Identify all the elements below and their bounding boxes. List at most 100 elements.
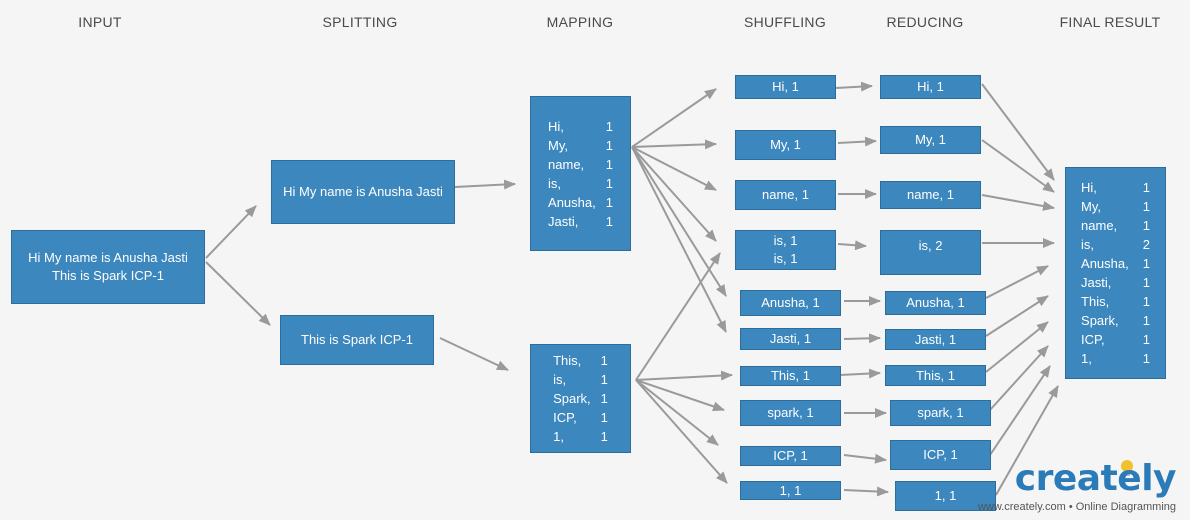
arrow bbox=[205, 205, 257, 259]
reduce-box: ICP, 1 bbox=[890, 440, 991, 470]
pair-key: Spark, bbox=[553, 391, 591, 406]
pair-key: Anusha, bbox=[1081, 256, 1129, 271]
pair-key: is, bbox=[1081, 237, 1095, 252]
pair-count: 1 bbox=[1142, 351, 1150, 366]
shuffle-box: Jasti, 1 bbox=[740, 328, 841, 350]
arrow bbox=[985, 295, 1049, 337]
pair-count: 1 bbox=[605, 137, 613, 153]
lightbulb-icon bbox=[1121, 460, 1133, 476]
arrow bbox=[631, 146, 717, 242]
arrow bbox=[631, 146, 727, 297]
brand-name: creately bbox=[1014, 458, 1177, 499]
reduce-box: My, 1 bbox=[880, 126, 981, 154]
pair-key: Hi, bbox=[1081, 180, 1097, 195]
pair-key: 1, bbox=[553, 429, 564, 444]
shuffle-line: is, 1 bbox=[773, 251, 798, 266]
arrow bbox=[631, 139, 717, 150]
arrow bbox=[843, 453, 887, 464]
pair-count: 1 bbox=[605, 156, 613, 172]
shuffle-box: Hi, 1 bbox=[735, 75, 836, 99]
reduce-box: name, 1 bbox=[880, 181, 981, 209]
pair-count: 2 bbox=[1142, 237, 1150, 252]
brand-tagline: www.creately.com • Online Diagramming bbox=[977, 501, 1176, 513]
shuffle-box: ICP, 1 bbox=[740, 446, 841, 466]
pair-count: 1 bbox=[1142, 218, 1150, 233]
arrow bbox=[989, 345, 1049, 411]
shuffle-box: is, 1 is, 1 bbox=[735, 230, 836, 270]
shuffle-box: This, 1 bbox=[740, 366, 841, 386]
reduce-box: Hi, 1 bbox=[880, 75, 981, 99]
pair-key: is, bbox=[548, 175, 562, 191]
arrow bbox=[981, 139, 1055, 193]
arrow bbox=[989, 365, 1051, 456]
arrow bbox=[981, 83, 1055, 181]
reduce-box: 1, 1 bbox=[895, 481, 996, 511]
pair-key: This, bbox=[553, 353, 582, 368]
shuffle-box: name, 1 bbox=[735, 180, 836, 210]
arrow bbox=[635, 379, 725, 412]
arrow bbox=[839, 368, 881, 379]
arrow bbox=[835, 81, 873, 92]
column-title-shuffling: SHUFFLING bbox=[743, 14, 827, 30]
arrow bbox=[631, 146, 717, 191]
arrow bbox=[454, 179, 516, 190]
arrow bbox=[995, 385, 1059, 496]
pair-key: name, bbox=[548, 156, 585, 172]
shuffle-line: is, 1 bbox=[773, 233, 798, 248]
arrow bbox=[635, 379, 719, 446]
pair-key: My, bbox=[548, 137, 569, 153]
pair-key: Spark, bbox=[1081, 313, 1119, 328]
pair-count: 1 bbox=[600, 429, 608, 444]
pair-key: Anusha, bbox=[548, 194, 596, 210]
pair-key: Jasti, bbox=[1081, 275, 1112, 290]
pair-key: 1, bbox=[1081, 351, 1092, 366]
pair-count: 1 bbox=[1142, 332, 1150, 347]
arrow bbox=[843, 333, 881, 344]
column-title-reducing: REDUCING bbox=[886, 14, 964, 30]
column-title-splitting: SPLITTING bbox=[322, 14, 398, 30]
arrow bbox=[439, 337, 509, 371]
arrow bbox=[837, 136, 877, 147]
reduce-box: is, 2 bbox=[880, 230, 981, 275]
pair-count: 1 bbox=[605, 175, 613, 191]
arrow bbox=[635, 379, 728, 484]
arrow bbox=[635, 370, 733, 381]
split-box-1: Hi My name is Anusha Jasti bbox=[271, 160, 455, 224]
pair-count: 1 bbox=[600, 372, 608, 387]
pair-count: 1 bbox=[600, 391, 608, 406]
brand-logo: creately www.creately.com • Online Diagr… bbox=[956, 458, 1177, 514]
shuffle-box: spark, 1 bbox=[740, 400, 841, 426]
column-title-final: FINAL RESULT bbox=[1059, 14, 1161, 30]
pair-key: This, bbox=[1081, 294, 1110, 309]
column-title-mapping: MAPPING bbox=[546, 14, 614, 30]
arrow bbox=[985, 321, 1049, 373]
input-line: This is Spark ICP-1 bbox=[52, 268, 164, 283]
column-title-input: INPUT bbox=[78, 14, 122, 30]
shuffle-box: My, 1 bbox=[735, 130, 836, 160]
split-box-2: This is Spark ICP-1 bbox=[280, 315, 434, 365]
pair-count: 1 bbox=[600, 410, 608, 425]
arrow bbox=[843, 486, 889, 497]
arrow bbox=[981, 194, 1055, 211]
pair-count: 1 bbox=[1142, 256, 1150, 271]
pair-count: 1 bbox=[1142, 294, 1150, 309]
pair-count: 1 bbox=[605, 194, 613, 210]
shuffle-box: Anusha, 1 bbox=[740, 290, 841, 316]
pair-count: 1 bbox=[605, 213, 613, 229]
reduce-box: This, 1 bbox=[885, 365, 986, 386]
arrow bbox=[985, 265, 1049, 299]
pair-count: 1 bbox=[1142, 199, 1150, 214]
pair-key: ICP, bbox=[553, 410, 577, 425]
reduce-box: spark, 1 bbox=[890, 400, 991, 426]
arrow bbox=[205, 261, 271, 326]
input-box: Hi My name is Anusha Jasti This is Spark… bbox=[11, 230, 205, 304]
pair-key: Hi, bbox=[548, 118, 564, 134]
pair-key: name, bbox=[1081, 218, 1118, 233]
reduce-box: Anusha, 1 bbox=[885, 291, 986, 315]
reduce-box: Jasti, 1 bbox=[885, 329, 986, 350]
